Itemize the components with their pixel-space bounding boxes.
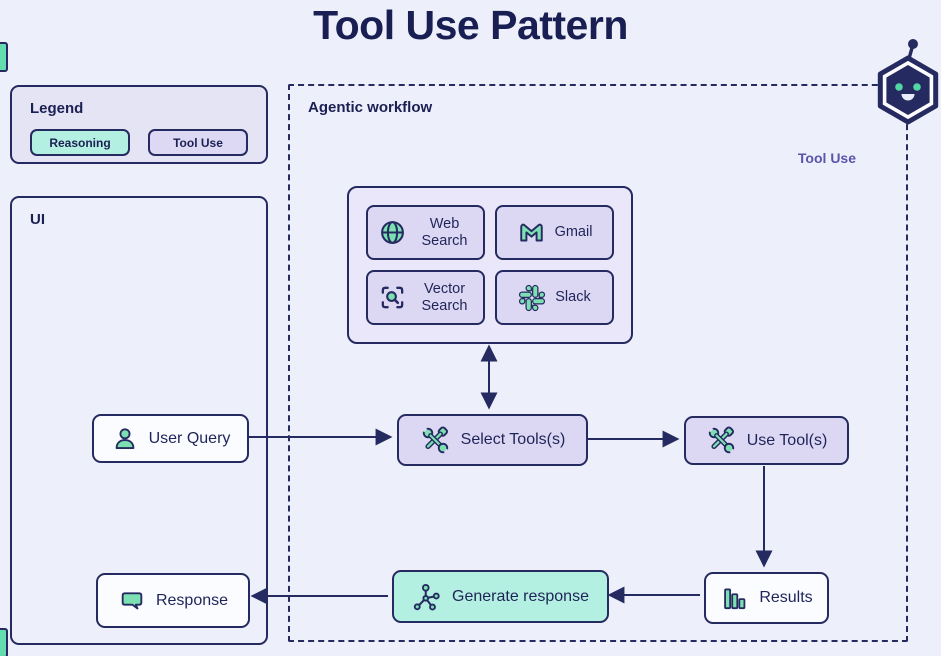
bar-chart-icon <box>724 588 746 609</box>
tool-gmail: Gmail <box>495 205 614 260</box>
speech-bubble-icon <box>121 591 143 609</box>
agentic-workflow-panel: Agentic workflow Tool Use Web Search Gma… <box>288 84 908 642</box>
globe-icon <box>380 221 404 244</box>
legend-badge-reasoning: Reasoning <box>30 129 130 156</box>
tool-slack: Slack <box>495 270 614 325</box>
legend-badge-tool-use: Tool Use <box>148 129 248 156</box>
legend-panel: Legend Reasoning Tool Use <box>10 85 268 164</box>
tool-label: Slack <box>555 289 591 306</box>
agentic-workflow-title: Agentic workflow <box>308 99 433 116</box>
slack-icon <box>519 284 546 311</box>
user-query-label: User Query <box>148 429 231 447</box>
edge-decor-square <box>0 42 8 72</box>
user-query-node: User Query <box>92 414 249 463</box>
tool-label: Web Search <box>421 215 468 249</box>
results-label: Results <box>759 589 813 606</box>
tool-label: Gmail <box>554 224 593 241</box>
legend-title: Legend <box>30 100 84 117</box>
use-tools-label: Use Tool(s) <box>746 431 828 449</box>
response-node: Response <box>96 573 250 628</box>
tools-container: Web Search Gmail <box>347 186 633 344</box>
edge-decor-square <box>0 628 8 656</box>
molecule-icon <box>413 583 440 610</box>
tools-icon <box>706 426 736 455</box>
vector-search-icon <box>381 286 403 309</box>
generate-response-node: Generate response <box>392 570 609 623</box>
tool-web-search: Web Search <box>366 205 485 260</box>
gmail-icon <box>519 223 543 242</box>
robot-icon <box>877 39 939 125</box>
generate-response-label: Generate response <box>452 587 589 605</box>
ui-panel-title: UI <box>30 211 45 228</box>
use-tools-node: Use Tool(s) <box>684 416 849 465</box>
tools-icon <box>420 425 450 455</box>
tool-label: Vector Search <box>421 280 468 314</box>
page-title: Tool Use Pattern <box>313 2 628 48</box>
response-label: Response <box>155 591 229 609</box>
ui-panel: UI User Query Response <box>10 196 268 645</box>
results-node: Results <box>704 572 829 624</box>
tool-vector-search: Vector Search <box>366 270 485 325</box>
select-tools-node: Select Tools(s) <box>397 414 588 466</box>
user-icon <box>115 427 134 449</box>
select-tools-label: Select Tools(s) <box>460 431 566 448</box>
tool-use-corner-label: Tool Use <box>797 150 856 166</box>
legend-badges: Reasoning Tool Use <box>30 129 248 156</box>
